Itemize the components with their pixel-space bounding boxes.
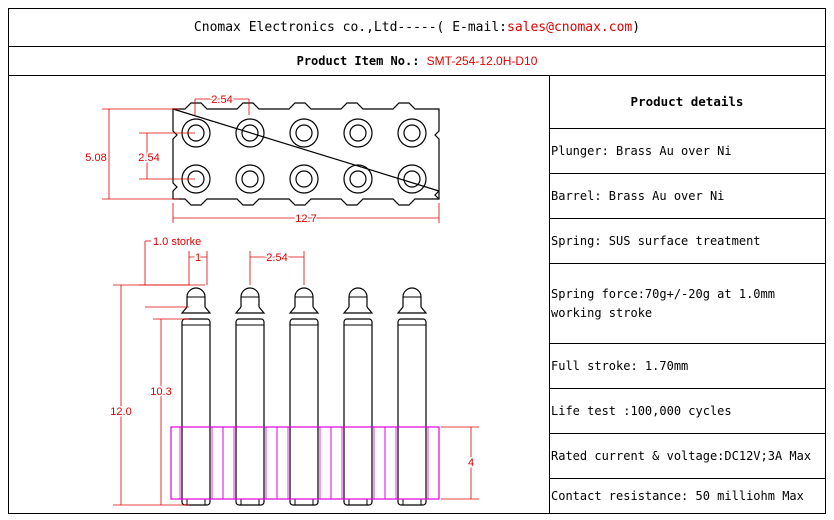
pin bbox=[396, 287, 428, 506]
hole-inner bbox=[295, 124, 313, 142]
top-row-pitch-label: 2.54 bbox=[138, 152, 159, 164]
hole-outer bbox=[343, 118, 373, 148]
hole-outer bbox=[397, 164, 427, 194]
item-label: Product Item No.: bbox=[296, 53, 420, 68]
hole-inner bbox=[295, 170, 313, 188]
technical-drawing: 2.54 5.08 2.54 12.7 bbox=[9, 75, 550, 513]
pin bbox=[288, 287, 320, 506]
drawing-svg: 2.54 5.08 2.54 12.7 bbox=[85, 93, 479, 506]
top-width-label: 12.7 bbox=[295, 213, 316, 225]
datasheet: Cnomax Electronics co.,Ltd-----( E-mail:… bbox=[8, 8, 826, 514]
hole-inner bbox=[241, 124, 259, 142]
detail-spring-force: Spring force:70g+/-20g at 1.0mm working … bbox=[549, 264, 825, 344]
side-pitch-label: 2.54 bbox=[266, 252, 287, 264]
barrel-height-label: 10.3 bbox=[150, 386, 171, 398]
hole-outer bbox=[235, 118, 265, 148]
detail-rated-current: Rated current & voltage:DC12V;3A Max bbox=[549, 434, 825, 479]
stroke-value-label: 1 bbox=[195, 252, 201, 264]
insulator-base bbox=[170, 426, 440, 500]
header-close: ) bbox=[632, 20, 641, 35]
detail-barrel: Barrel: Brass Au over Ni bbox=[549, 174, 825, 219]
top-outline bbox=[172, 102, 440, 206]
hole-inner bbox=[403, 124, 421, 142]
detail-plunger: Plunger: Brass Au over Ni bbox=[549, 129, 825, 174]
item-code: SMT-254-12.0H-D10 bbox=[426, 53, 538, 68]
pin bbox=[342, 287, 374, 506]
hole-inner bbox=[403, 170, 421, 188]
hole-inner bbox=[241, 170, 259, 188]
hole-outer bbox=[397, 118, 427, 148]
hole-inner bbox=[349, 124, 367, 142]
side-view: 1.0 storke 1 2.54 12.0 bbox=[109, 236, 479, 506]
hole-outer bbox=[235, 164, 265, 194]
email-link[interactable]: sales@cnomax.com bbox=[507, 20, 633, 35]
top-view: 2.54 5.08 2.54 12.7 bbox=[85, 93, 440, 227]
stroke-label: 1.0 storke bbox=[153, 236, 201, 248]
detail-contact-resistance: Contact resistance: 50 milliohm Max bbox=[551, 488, 804, 503]
product-details: Product details Plunger: Brass Au over N… bbox=[549, 75, 825, 513]
details-title: Product details bbox=[549, 75, 825, 129]
header-row: Cnomax Electronics co.,Ltd-----( E-mail:… bbox=[9, 9, 825, 47]
hole-outer bbox=[289, 118, 319, 148]
holes bbox=[181, 118, 427, 194]
product-item-row: Product Item No.: SMT-254-12.0H-D10 bbox=[9, 46, 825, 76]
hole-inner bbox=[349, 170, 367, 188]
detail-life-test: Life test :100,000 cycles bbox=[549, 389, 825, 434]
pin bbox=[234, 287, 266, 506]
detail-spring: Spring: SUS surface treatment bbox=[549, 219, 825, 264]
pin bbox=[180, 287, 212, 506]
top-pitch-label: 2.54 bbox=[211, 94, 232, 106]
top-height-label: 5.08 bbox=[85, 152, 106, 164]
detail-full-stroke: Full stroke: 1.70mm bbox=[549, 344, 825, 389]
base-height-label: 4 bbox=[468, 457, 474, 469]
total-height-label: 12.0 bbox=[110, 406, 131, 418]
company-text: Cnomax Electronics co.,Ltd-----( E-mail: bbox=[193, 20, 507, 35]
hole-outer bbox=[289, 164, 319, 194]
pins bbox=[180, 287, 428, 506]
hole-outer bbox=[343, 164, 373, 194]
